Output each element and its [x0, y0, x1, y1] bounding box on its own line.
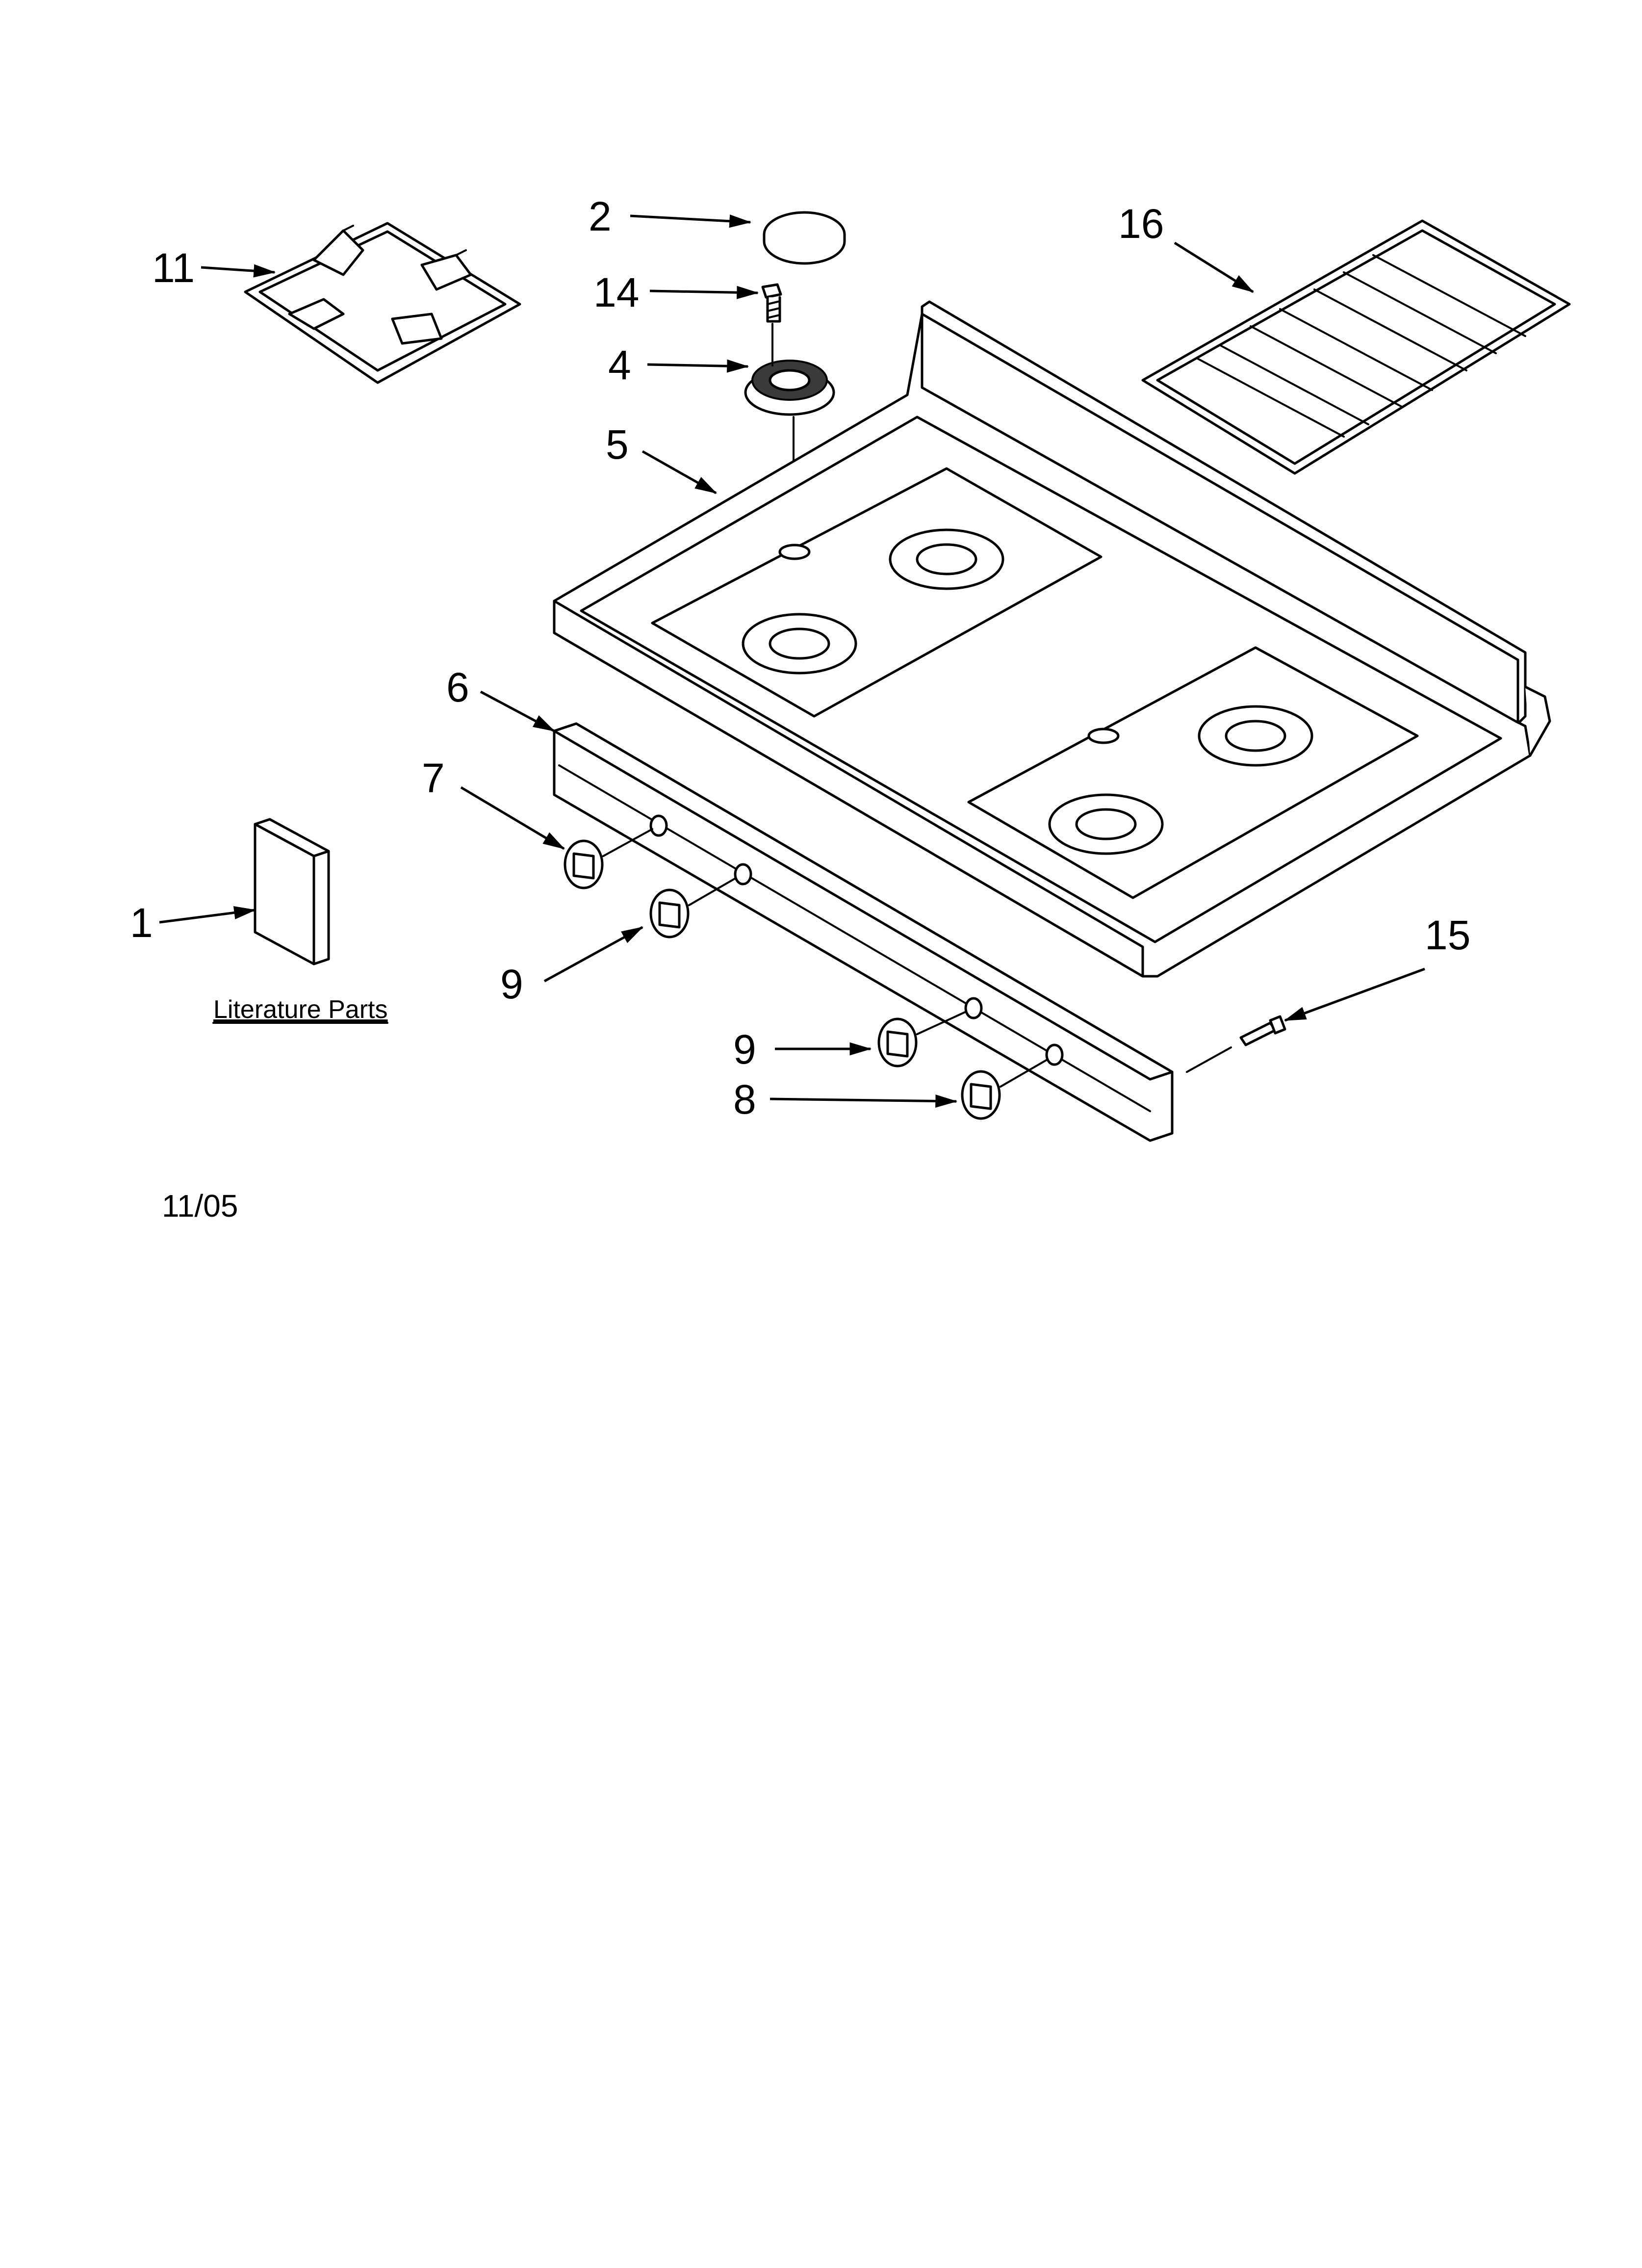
- callout-16: 16: [1118, 201, 1164, 247]
- callout-11: 11: [152, 245, 195, 291]
- leader-arrows: [159, 214, 1425, 1108]
- revision-date: 11/05: [162, 1188, 238, 1224]
- callout-7: 7: [422, 755, 445, 801]
- control-knob-part-7: [564, 828, 653, 889]
- callout-6: 6: [446, 664, 469, 710]
- callout-1: 1: [130, 900, 153, 946]
- callout-9-right: 9: [733, 1026, 756, 1072]
- callout-5: 5: [606, 421, 629, 468]
- literature-booklet-part: [254, 818, 330, 965]
- control-knob-part-9b: [877, 1011, 967, 1068]
- callout-15: 15: [1425, 912, 1470, 958]
- control-knob-part-8: [961, 1059, 1048, 1120]
- burner-base-part: [744, 360, 835, 416]
- callout-2: 2: [589, 193, 612, 239]
- callout-4: 4: [608, 342, 631, 388]
- callout-9-left: 9: [500, 961, 523, 1007]
- callout-8: 8: [733, 1076, 756, 1122]
- control-knob-part-9a: [649, 877, 737, 938]
- callout-14: 14: [593, 269, 639, 315]
- side-screw-part: [1186, 1015, 1286, 1073]
- square-grate-part: [244, 222, 521, 384]
- double-grate-part: [1141, 219, 1571, 475]
- cooktop-body-part: [553, 300, 1551, 978]
- literature-parts-caption: Literature Parts: [213, 995, 388, 1024]
- screw-part: [761, 283, 782, 323]
- burner-cap-part: [763, 211, 846, 265]
- control-panel-part: [553, 722, 1174, 1142]
